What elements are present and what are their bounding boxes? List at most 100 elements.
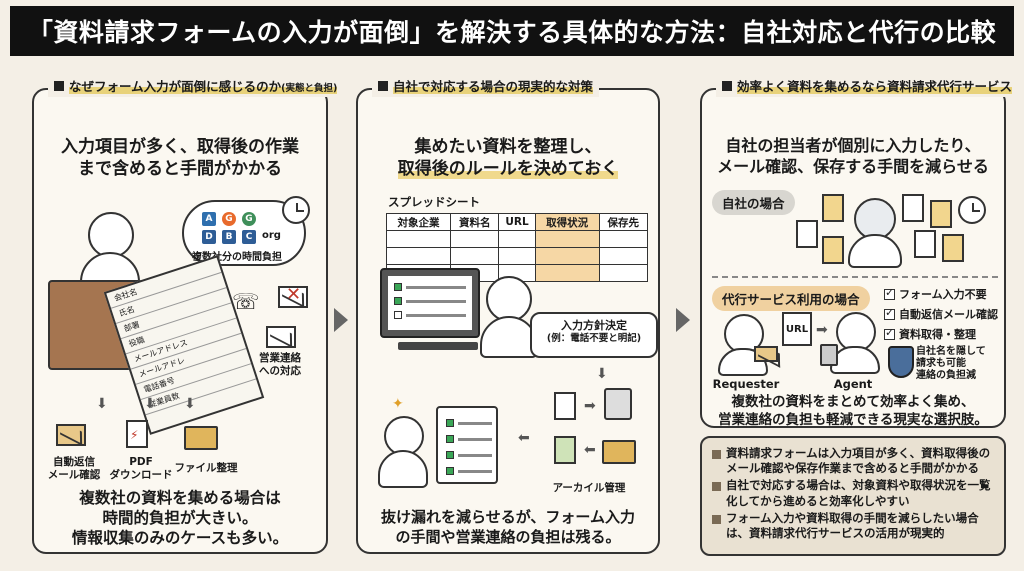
logo-icon: A [202, 212, 216, 226]
table-cell [598, 264, 649, 282]
icon-label: ファイル整理 [166, 462, 246, 475]
requester-label: Requester [712, 377, 780, 391]
square-bullet-icon [712, 450, 721, 459]
checkbox-icon [446, 435, 454, 443]
text-line: 複数社の資料をまとめて効率よく集め、 [731, 394, 975, 410]
text-line: 集めたい資料を整理し、 [414, 137, 602, 157]
table-header-cell: URL [498, 213, 536, 231]
org-label: org [262, 230, 281, 241]
summary-item: 自社で対応する場合は、対象資料や取得状況を一覧化してから進めると効率化しやすい [712, 478, 994, 508]
text-line: (例：電話不要と明記) [546, 332, 642, 344]
text-line: メール確認、保存する手間を減らせる [717, 156, 989, 176]
table-cell [385, 247, 452, 265]
panel-agency-service: 効率よく資料を集めるなら資料請求代行サービス 自社の担当者が個別に入力したり、 … [700, 74, 1019, 429]
person-body-icon [848, 234, 902, 268]
panel3-top-text: 自社の担当者が個別に入力したり、 メール確認、保存する手間を減らせる [702, 136, 1004, 178]
table-cell [450, 247, 500, 265]
phone-icon: ☏ [232, 290, 260, 315]
table-header-cell: 対象企業 [385, 213, 452, 231]
panel3-bottom-text: 複数社の資料をまとめて効率よく集め、 営業連絡の負担も軽減できる現実な選択肢。 [702, 394, 1004, 429]
text-line: 連絡の負担減 [916, 370, 976, 381]
document-icon [796, 220, 818, 248]
panel-heading: 自社で対応する場合の現実的な対策 [372, 74, 600, 97]
checkbox-icon [394, 297, 402, 305]
text-line: 入力方針決定 [561, 319, 627, 332]
table-header-cell: 資料名 [450, 213, 500, 231]
table-cell [598, 247, 649, 265]
table-row [385, 247, 649, 265]
table-cell [385, 230, 452, 248]
heading-text: 自社で対応する場合の現実的な対策 [393, 79, 594, 94]
arrow-right-icon: ➡ [584, 398, 596, 414]
bubble-text: 複数社分の時間負担 [192, 252, 282, 263]
logo-icon: D [202, 230, 216, 244]
shield-text: 自社名を隠して 請求も可能 連絡の負担減 [916, 346, 1006, 382]
sparkle-icon: ✦ [392, 396, 404, 412]
panel-heading: 効率よく資料を集めるなら資料請求代行サービス [716, 74, 1019, 97]
url-document-icon: URL [782, 312, 812, 346]
spreadsheet-title: スプレッドシート [388, 195, 480, 209]
document-icon [914, 230, 936, 258]
arrow-down-icon: ⬇ [184, 396, 196, 412]
document-icon [822, 194, 844, 222]
line-icon [458, 453, 492, 457]
table-cell [534, 264, 600, 282]
square-bullet-icon [712, 482, 721, 492]
text-line: 複数社の資料を集める場合は [79, 489, 281, 507]
check-label: 自動返信メール確認 [899, 308, 998, 321]
panel2-top-text: 集めたい資料を整理し、 取得後のルールを決めておく [358, 136, 658, 180]
email-reject-icon [278, 286, 308, 308]
square-bullet-icon [712, 514, 721, 524]
folder-icon [184, 426, 218, 450]
summary-text: 資料請求フォームは入力項目が多く、資料取得後のメール確認や保存作業まで含めると手… [726, 446, 991, 476]
sales-contact-label: 営業連絡 への対応 [240, 352, 320, 377]
archive-box-icon [604, 388, 632, 420]
checklist-row [394, 296, 466, 306]
text-line: まで含めると手間がかかる [78, 159, 282, 180]
document-green-icon [554, 436, 576, 464]
text-line: 時間的負担が大きい。 [102, 509, 258, 528]
person-body-icon [378, 450, 428, 488]
check-item: 自動返信メール確認 [884, 306, 998, 322]
monitor-icon [380, 268, 480, 338]
text-line: 入力項目が多く、取得後の作業 [61, 137, 299, 157]
panel-heading: なぜフォーム入力が面倒に感じるのか(実態と負担) [48, 74, 344, 97]
check-item: 資料取得・整理 [884, 326, 976, 342]
panel1-bottom-text: 複数社の資料を集める場合は 時間的負担が大きい。 情報収集のみのケースも多い。 [34, 488, 326, 548]
text-line: 請求も可能 [916, 358, 966, 369]
text-line: の手間や営業連絡の負担は残る。 [395, 527, 621, 546]
clock-icon [958, 196, 986, 224]
tablet-icon [820, 344, 838, 366]
heading-small-text: (実態と負担) [281, 83, 338, 94]
text-line: 営業連絡 [259, 352, 301, 364]
divider [712, 276, 998, 278]
text-line: メール確認 [47, 468, 101, 481]
logo-icon: B [222, 230, 236, 244]
panel2-bottom-text: 抜け漏れを減らせるが、フォーム入力 の手間や営業連絡の負担は残る。 [358, 508, 658, 547]
agent-person-icon [836, 312, 876, 352]
checklist-row [446, 450, 492, 460]
checkbox-icon [884, 326, 895, 340]
checklist-row [446, 418, 492, 428]
line-icon [458, 437, 492, 441]
checklist-row [394, 310, 466, 320]
text-line: 営業連絡の負担も軽減できる現実な選択肢。 [718, 411, 988, 428]
archive-label: アーカイル管理 [552, 482, 626, 494]
summary-box: 資料請求フォームは入力項目が多く、資料取得後のメール確認や保存作業まで含めると手… [700, 436, 1006, 556]
text-line: 抜け漏れを減らせるが、フォーム入力 [381, 508, 635, 526]
logo-icon: G [222, 212, 236, 226]
text-line: 自社名を隠して [916, 346, 986, 357]
arrow-down-icon: ⬇ [96, 396, 108, 412]
table-cell [498, 230, 536, 248]
text-line: への対応 [259, 364, 301, 377]
arrow-down-icon: ⬇ [596, 366, 608, 382]
square-bullet-icon [722, 81, 732, 91]
arrow-right-icon [676, 308, 690, 332]
checkbox-icon [884, 306, 895, 320]
arrow-right-icon [334, 308, 348, 332]
line-icon [458, 469, 492, 473]
document-icon [554, 392, 576, 420]
line-icon [406, 285, 466, 289]
summary-item: 資料請求フォームは入力項目が多く、資料取得後のメール確認や保存作業まで含めると手… [712, 446, 994, 476]
page-title: 「資料請求フォームの入力が面倒」を解決する具体的な方法：自社対応と代行の比較 [10, 6, 1014, 56]
